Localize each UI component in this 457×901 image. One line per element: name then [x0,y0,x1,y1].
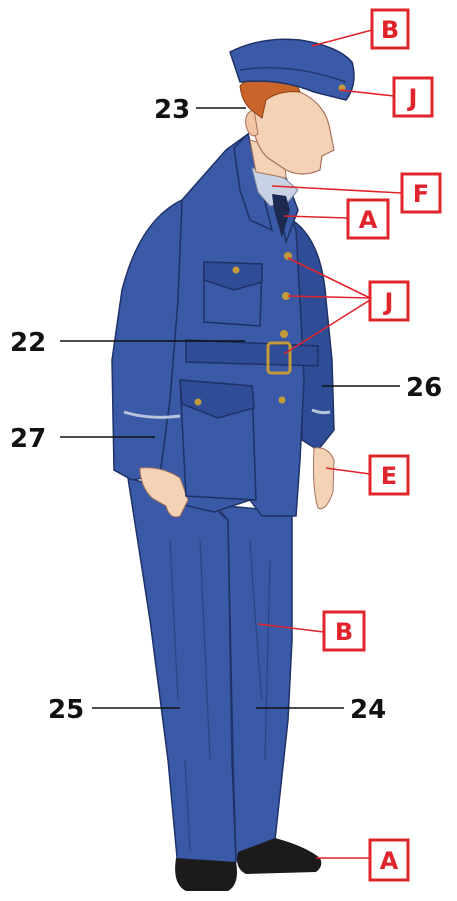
callout-e-hand: E [370,456,408,494]
label-number-24: 24 [350,695,386,725]
callout-letter: F [413,180,429,208]
button [279,397,286,404]
button [233,267,240,274]
callout-letter: J [383,288,394,316]
button [195,399,202,406]
callout-f-shirt: F [402,174,440,212]
callout-letter: A [380,847,399,875]
callout-letter: B [381,16,399,44]
callout-b-cap: B [372,10,408,48]
label-number-27: 27 [10,424,46,454]
label-number-22: 22 [10,328,46,358]
trousers [128,478,292,868]
callout-letter: E [381,462,397,490]
callout-j-cap: J [394,78,432,116]
button [280,330,288,338]
callout-letter: A [359,206,378,234]
callout-letter: B [335,618,353,646]
callout-a-shoe: A [370,840,408,880]
trouser-left-leg [128,478,236,868]
label-number-26: 26 [406,373,442,403]
letter-callouts: B J F A J E B A [324,10,440,880]
callout-letter: J [407,84,418,112]
callout-a-tie: A [348,200,388,238]
label-number-23: 23 [154,95,190,125]
leader-b-cap [312,30,372,46]
callout-j-buttons: J [370,282,408,320]
figure-illustration [112,39,354,891]
label-number-25: 25 [48,695,84,725]
callout-b-trousers: B [324,612,364,650]
hand-right [314,448,335,509]
shoe-left [175,858,237,891]
